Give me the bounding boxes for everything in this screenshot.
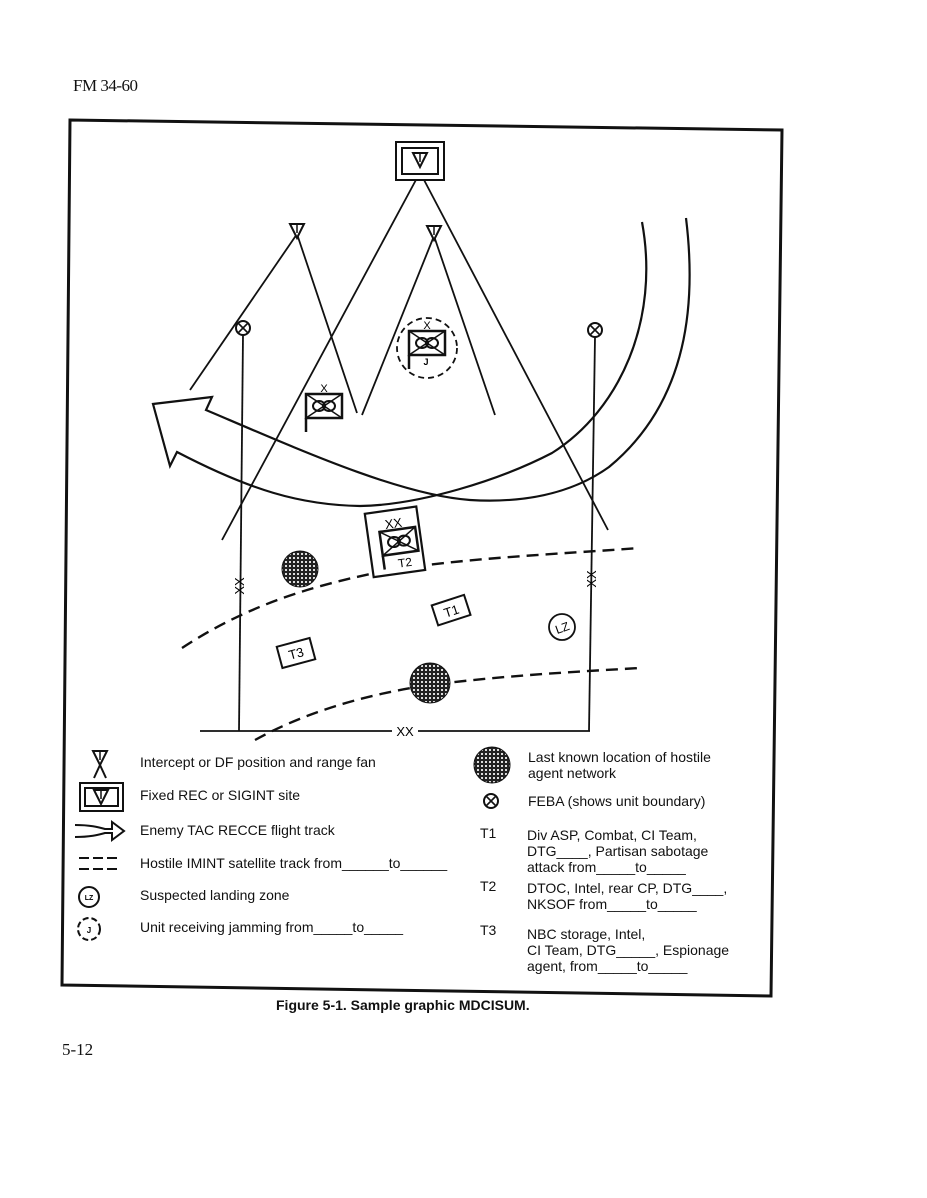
legend-key-t1: T1 <box>480 825 497 841</box>
boundary-echelon-mark: XX <box>232 577 247 595</box>
legend-line: agent network <box>528 765 616 781</box>
legend-hostile-network-icon <box>473 746 511 784</box>
legend-label-t1: Div ASP, Combat, CI Team, DTG____, Parti… <box>527 827 708 875</box>
document-header: FM 34-60 <box>73 76 138 95</box>
legend-key-t3: T3 <box>480 922 497 938</box>
feba-icon <box>235 320 251 336</box>
legend-line: DTG____, Partisan sabotage <box>527 843 709 859</box>
legend-feba-icon <box>483 793 499 809</box>
legend-intercept-df-icon <box>92 750 108 779</box>
svg-text:T1: T1 <box>442 602 461 621</box>
legend-key-t2: T2 <box>480 878 497 894</box>
svg-text:X: X <box>320 383 328 395</box>
legend-flight-track-arrow-icon <box>74 820 126 842</box>
legend-label-t3: NBC storage, Intel, CI Team, DTG_____, E… <box>527 926 729 974</box>
legend-line: DTOC, Intel, rear CP, DTG____, <box>527 880 728 896</box>
svg-text:XX: XX <box>384 515 404 532</box>
svg-text:T2: T2 <box>397 555 413 571</box>
sigint-range-line <box>221 177 418 541</box>
intercept-df-icon <box>289 223 305 239</box>
svg-text:J: J <box>423 357 428 367</box>
legend-line: Last known location of hostile <box>528 749 711 765</box>
legend-line: Div ASP, Combat, CI Team, <box>527 827 697 843</box>
range-fan-line <box>433 235 496 416</box>
legend-landing-zone-icon: LZ <box>78 886 100 908</box>
legend-fixed-sigint-site-icon <box>79 782 124 812</box>
legend-label-t2: DTOC, Intel, rear CP, DTG____, NKSOF fro… <box>527 880 727 912</box>
legend-label-flight-track: Enemy TAC RECCE flight track <box>140 822 335 838</box>
legend-label-landing-zone: Suspected landing zone <box>140 887 290 903</box>
hostile-network-marker <box>281 550 319 588</box>
landing-zone-marker: LZ <box>548 613 576 641</box>
flight-track-arrow <box>151 217 691 508</box>
legend-line: NKSOF from_____to_____ <box>527 896 697 912</box>
svg-text:J: J <box>87 926 91 935</box>
boundary-echelon-mark: XX <box>584 570 599 588</box>
page-number: 5-12 <box>62 1040 94 1059</box>
legend-label-hostile-network: Last known location of hostile agent net… <box>528 749 711 781</box>
range-fan-line <box>189 233 298 391</box>
feba-icon <box>587 322 603 338</box>
svg-text:X: X <box>423 320 431 332</box>
legend-line: CI Team, DTG_____, Espionage <box>527 942 730 958</box>
svg-text:LZ: LZ <box>85 895 94 902</box>
hostile-network-marker <box>409 662 451 704</box>
unit-boundary-line <box>588 336 596 732</box>
legend-label-intercept: Intercept or DF position and range fan <box>140 754 376 770</box>
sigint-range-line <box>422 177 609 531</box>
jammed-unit-symbol: X J <box>396 317 458 379</box>
t3-target-box: T3 <box>275 636 317 670</box>
range-fan-line <box>296 233 358 414</box>
imint-track-lower <box>254 666 641 742</box>
legend-label-imint-track: Hostile IMINT satellite track from______… <box>140 855 448 871</box>
legend-line: agent, from_____to_____ <box>527 958 688 974</box>
range-fan-line <box>361 235 435 416</box>
figure-frame <box>60 118 784 998</box>
boundary-echelon-mark: XX <box>396 724 414 739</box>
svg-text:LZ: LZ <box>553 619 571 637</box>
legend-label-feba: FEBA (shows unit boundary) <box>528 793 706 809</box>
svg-text:T3: T3 <box>287 644 306 662</box>
legend-line: attack from_____to_____ <box>527 859 686 875</box>
fixed-sigint-site-icon <box>395 141 445 181</box>
legend-dashed-track-icon <box>79 857 118 870</box>
t2-target-box: XX T2 <box>363 505 427 579</box>
legend-line: NBC storage, Intel, <box>527 926 646 942</box>
t1-target-box: T1 <box>430 593 472 627</box>
legend-label-sigint-site: Fixed REC or SIGINT site <box>140 787 301 803</box>
legend-label-jamming: Unit receiving jamming from_____to_____ <box>140 919 404 935</box>
unit-boundary-line <box>238 334 244 732</box>
legend-jamming-icon: J <box>77 917 101 941</box>
figure-caption: Figure 5-1. Sample graphic MDCISUM. <box>276 997 530 1013</box>
intercept-df-icon <box>426 225 442 241</box>
brigade-unit-symbol: X <box>304 383 344 434</box>
